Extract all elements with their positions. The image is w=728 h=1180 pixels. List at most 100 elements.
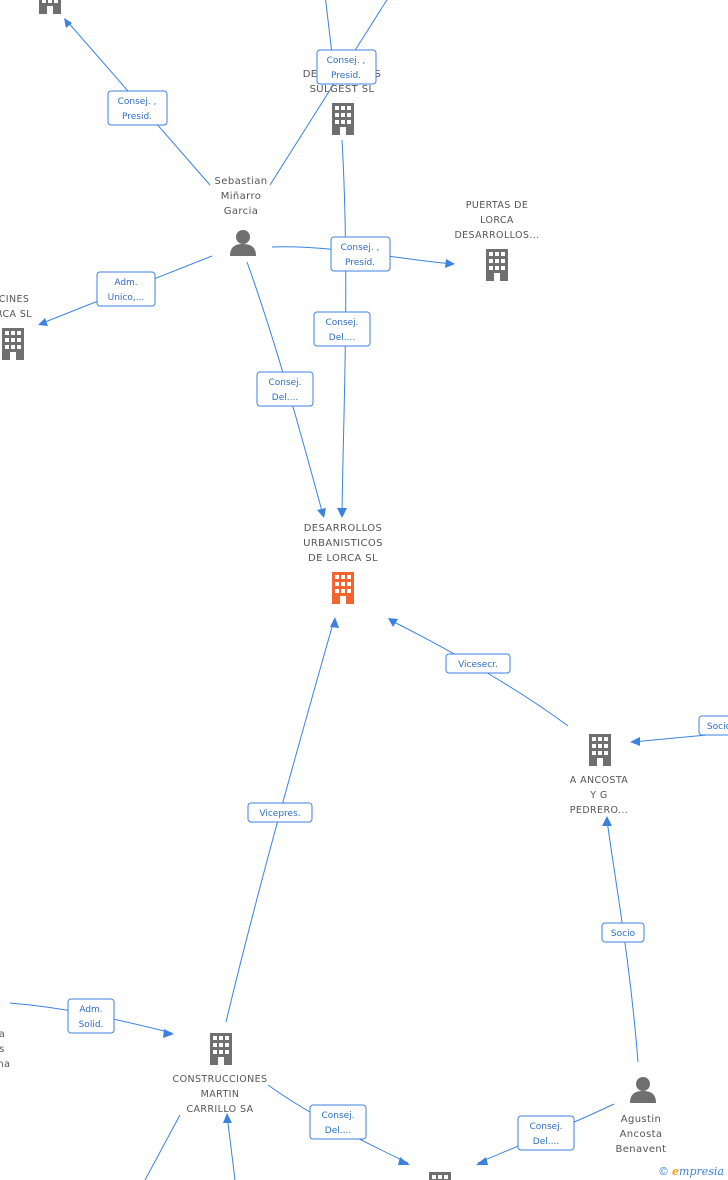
node-label: URBANISTICOS <box>303 538 383 549</box>
node-label: MARTIN <box>201 1089 240 1100</box>
arrowhead <box>38 318 48 326</box>
arrowhead <box>223 1113 232 1123</box>
edge-label-text: Del.... <box>325 1126 351 1136</box>
edge-bottom-left <box>144 1114 181 1180</box>
edge-label-text: Consej. <box>325 318 358 328</box>
node-bottom-company[interactable] <box>429 1172 451 1180</box>
edge-label-text: Consej. , <box>327 56 366 66</box>
empresia-watermark: ©empresia <box>658 1165 724 1178</box>
node-ancosta[interactable]: A ANCOSTA Y G PEDRERO... <box>570 734 629 816</box>
edge-label-text: Presid. <box>331 71 361 81</box>
node-label: Garcia <box>224 206 259 217</box>
edge-label-e3[interactable]: Consej. , Presid. <box>330 236 391 272</box>
node-label: DESARROLLOS... <box>454 230 539 241</box>
edge-label-text: Consej. , <box>118 97 157 107</box>
edge-label-e1[interactable]: Consej. , Presid. <box>107 90 168 126</box>
edge-label-text: Unico,... <box>108 293 145 303</box>
building-icon <box>589 734 611 766</box>
node-label: CINES <box>0 294 29 305</box>
edge-labels: Consej. , Presid. Consej. , Presid. Cons… <box>67 49 728 1151</box>
building-icon <box>332 103 354 135</box>
edge-label-text: Consej. <box>321 1111 354 1121</box>
node-label: A ANCOSTA <box>570 775 629 786</box>
edge-label-text: Presid. <box>345 258 375 268</box>
building-icon <box>39 0 61 14</box>
node-label: Ancosta <box>620 1129 663 1140</box>
node-sebastian[interactable]: Sebastian Miñarro Garcia <box>215 176 268 256</box>
edge-label-e9[interactable]: Socio <box>601 922 645 943</box>
edge-label-e7[interactable]: Vicesecr. <box>445 653 511 674</box>
edge-sebastian-sulgest-top <box>269 0 388 186</box>
node-main-company[interactable]: DESARROLLOS URBANISTICOS DE LORCA SL <box>303 523 383 604</box>
person-icon <box>630 1077 656 1103</box>
arrowhead <box>602 816 612 826</box>
arrowhead <box>163 1029 174 1038</box>
arrowhead <box>330 617 339 628</box>
node-label: SULGEST SL <box>310 84 375 95</box>
arrowhead <box>476 1157 488 1165</box>
node-label: PUERTAS DE <box>466 200 529 211</box>
edge-label-e12[interactable]: Consej. Del.... <box>309 1104 367 1140</box>
edges <box>9 0 728 1180</box>
brand-initial: e <box>672 1165 680 1178</box>
edge-label-text: Adm. <box>114 278 137 288</box>
edge-label-text: Presid. <box>122 112 152 122</box>
node-label: PEDRERO... <box>570 805 628 816</box>
edge-label-text: Consej. , <box>341 243 380 253</box>
edge-label-text: Vicesecr. <box>458 660 498 670</box>
edge-label-text: Del.... <box>533 1137 559 1147</box>
node-puertas[interactable]: PUERTAS DE LORCA DESARROLLOS... <box>454 200 539 281</box>
arrowhead <box>317 508 326 518</box>
node-label: DE LORCA SL <box>308 553 378 564</box>
node-label: CARRILLO SA <box>187 1104 254 1115</box>
arrowhead <box>388 618 398 627</box>
node-label: s <box>0 1044 5 1055</box>
edge-label-e10[interactable]: Vicepres. <box>247 802 313 823</box>
node-label: DESARROLLOS <box>304 523 383 534</box>
building-icon <box>429 1172 451 1180</box>
arrowhead <box>398 1157 410 1165</box>
edge-label-text: Del.... <box>272 393 298 403</box>
arrowhead <box>630 737 640 746</box>
edge-label-e11[interactable]: Adm. Solid. <box>67 998 115 1034</box>
arrowhead <box>445 259 455 268</box>
edge-label-text: Socio <box>707 722 728 732</box>
node-agustin[interactable]: Agustin Ancosta Benavent <box>615 1077 666 1155</box>
edge-label-e5[interactable]: Consej. Del.... <box>313 311 371 347</box>
edge-label-text: Solid. <box>79 1020 104 1030</box>
arrowhead <box>64 18 72 28</box>
node-label: na <box>0 1059 10 1070</box>
edge-label-e2[interactable]: Consej. , Presid. <box>316 49 377 85</box>
arrowheads <box>38 18 640 1165</box>
edge-label-e4[interactable]: Adm. Unico,... <box>96 271 156 307</box>
edge-label-text: Consej. <box>529 1122 562 1132</box>
edge-label-text: Socio <box>611 929 636 939</box>
edge-label-text: Adm. <box>79 1005 102 1015</box>
node-label: LORCA <box>480 215 514 226</box>
edge-label-text: Del.... <box>329 333 355 343</box>
edge-label-text: Consej. <box>268 378 301 388</box>
building-icon <box>2 328 24 360</box>
arrowhead <box>337 508 347 518</box>
node-label: RCA SL <box>0 309 32 320</box>
brand-name: mpresia <box>679 1165 724 1178</box>
node-left-company[interactable]: CINES RCA SL <box>0 294 32 360</box>
edge-label-e8[interactable]: Socio <box>698 715 728 736</box>
node-top-left-company[interactable] <box>39 0 61 14</box>
building-icon <box>332 572 354 604</box>
edge-bottom-construcciones <box>226 1114 236 1180</box>
node-label: Benavent <box>615 1144 666 1155</box>
node-label: Sebastian <box>215 176 268 187</box>
node-label: Miñarro <box>221 191 262 202</box>
node-label: Agustin <box>621 1114 662 1125</box>
edge-label-e13[interactable]: Consej. Del.... <box>517 1115 575 1151</box>
node-left-person[interactable]: a s na <box>0 1029 10 1070</box>
edge-label-e6[interactable]: Consej. Del.... <box>256 371 314 407</box>
edge-label-text: Vicepres. <box>259 809 300 819</box>
building-icon <box>210 1033 232 1065</box>
node-label: a <box>0 1029 5 1040</box>
building-icon <box>486 249 508 281</box>
copyright-symbol: © <box>658 1165 670 1178</box>
node-construcciones[interactable]: CONSTRUCCIONES MARTIN CARRILLO SA <box>173 1033 268 1115</box>
